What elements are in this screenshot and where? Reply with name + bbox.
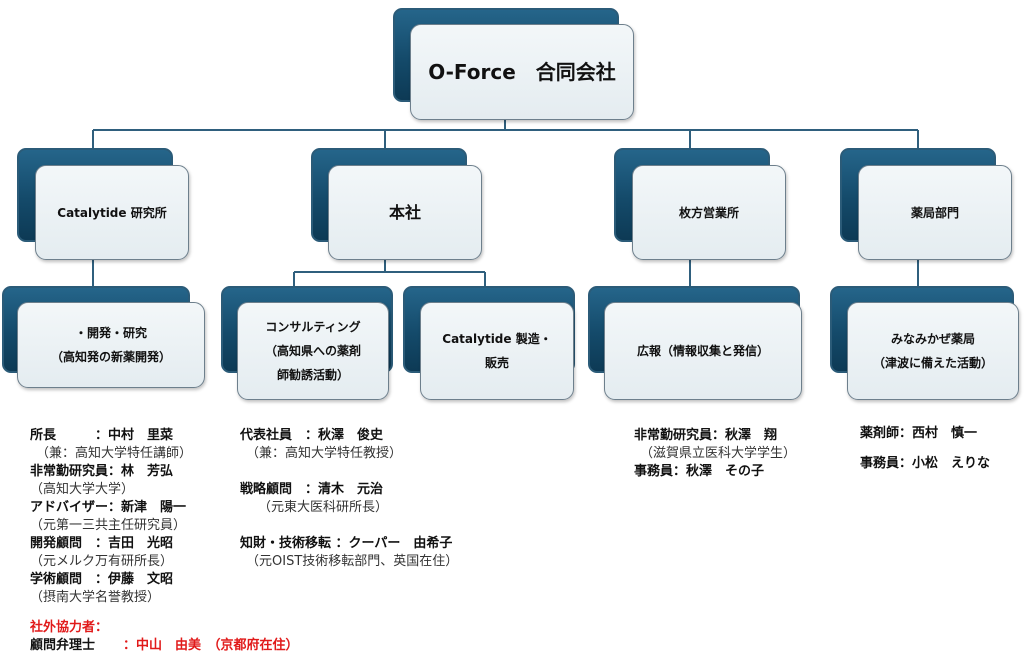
staff-line: 薬剤師：西村 慎一 — [860, 426, 978, 441]
staff-line: 非常勤研究員：林 芳弘 — [30, 464, 174, 479]
division-hirakata: 枚方営業所 — [632, 165, 786, 260]
minamikaze-box: みなみかぜ薬局 （津波に備えた活動） — [847, 302, 1019, 400]
division-pharmacy-label: 薬局部門 — [910, 205, 959, 220]
consulting-line1: コンサルティング — [265, 320, 361, 334]
staff-line: 非常勤研究員：秋澤 翔 — [634, 428, 778, 443]
staff-line: 事務員：小松 えりな — [860, 456, 991, 471]
staff-line: 戦略顧問 ：清木 元治 — [240, 482, 384, 497]
division-hq: 本社 — [328, 165, 482, 260]
staff-line: アドバイザー：新津 陽一 — [30, 500, 187, 515]
company-box: O-Force 合同会社 — [410, 24, 634, 120]
staff-line: （兼：高知大学特任教授） — [246, 446, 403, 461]
staff-line: 開発顧問 ：吉田 光昭 — [30, 536, 174, 551]
staff-line: 所長 ：中村 里菜 — [30, 428, 174, 443]
staff-line: （元OIST技術移転部門、英国在住） — [246, 554, 459, 569]
staff-line: （高知大学大学） — [30, 482, 135, 497]
division-research: Catalytide 研究所 — [35, 165, 189, 260]
external-role: 顧問弁理士 — [30, 638, 96, 653]
research-activity-line2: （高知発の新薬開発） — [50, 350, 171, 364]
staff-line: （元東大医科研所長） — [258, 500, 389, 515]
staff-line: （滋賀県立医科大学学生） — [640, 446, 797, 461]
staff-line: 代表社員 ：秋澤 俊史 — [240, 428, 384, 443]
hirakata-staff-list: 非常勤研究員：秋澤 翔 （滋賀県立医科大学学生） 事務員：秋澤 その子 — [634, 427, 796, 481]
consulting-box: コンサルティング （高知県への薬剤 師勧誘活動） — [237, 302, 389, 400]
external-collaborators: 社外協力者： 顧問弁理士 ：中山 由美 （京都府在住） — [30, 619, 299, 655]
staff-line: （元メルク万有研所長） — [30, 554, 174, 569]
minamikaze-line1: みなみかぜ薬局 — [890, 332, 975, 346]
research-activity-box: ・開発・研究 （高知発の新薬開発） — [17, 302, 205, 388]
manufacture-line1: Catalytide 製造・ — [442, 332, 552, 346]
division-pharmacy: 薬局部門 — [858, 165, 1012, 260]
research-staff-list: 所長 ：中村 里菜 （兼：高知大学特任講師） 非常勤研究員：林 芳弘 （高知大学… — [30, 427, 192, 607]
external-heading: 社外協力者： — [30, 620, 109, 635]
staff-line: （兼：高知大学特任講師） — [36, 446, 193, 461]
manufacture-line2: 販売 — [484, 356, 509, 370]
external-name: ：中山 由美 （京都府在住） — [123, 638, 299, 653]
pr-box: 広報（情報収集と発信） — [604, 302, 802, 400]
hq-staff-list: 代表社員 ：秋澤 俊史 （兼：高知大学特任教授） 戦略顧問 ：清木 元治 （元東… — [240, 427, 458, 571]
pharmacy-staff-list: 薬剤師：西村 慎一 事務員：小松 えりな — [860, 425, 990, 473]
consulting-line2: （高知県への薬剤 — [264, 344, 361, 358]
staff-line: （摂南大学名誉教授） — [30, 590, 161, 605]
staff-line: 知財・技術移転 ：クーパー 由希子 — [240, 536, 453, 551]
staff-line: 学術顧問 ：伊藤 文昭 — [30, 572, 174, 587]
division-hirakata-label: 枚方営業所 — [678, 205, 739, 220]
pr-line1: 広報（情報収集と発信） — [636, 344, 769, 358]
consulting-line3: 師勧誘活動） — [276, 368, 349, 382]
minamikaze-line2: （津波に備えた活動） — [872, 356, 993, 370]
staff-line: 事務員：秋澤 その子 — [634, 464, 765, 479]
company-name: O-Force 合同会社 — [428, 60, 616, 84]
division-research-label: Catalytide 研究所 — [57, 205, 167, 220]
division-hq-label: 本社 — [388, 202, 421, 222]
manufacture-box: Catalytide 製造・ 販売 — [420, 302, 574, 400]
research-activity-line1: ・開発・研究 — [74, 326, 147, 340]
staff-line: （元第一三共主任研究員） — [30, 518, 187, 533]
